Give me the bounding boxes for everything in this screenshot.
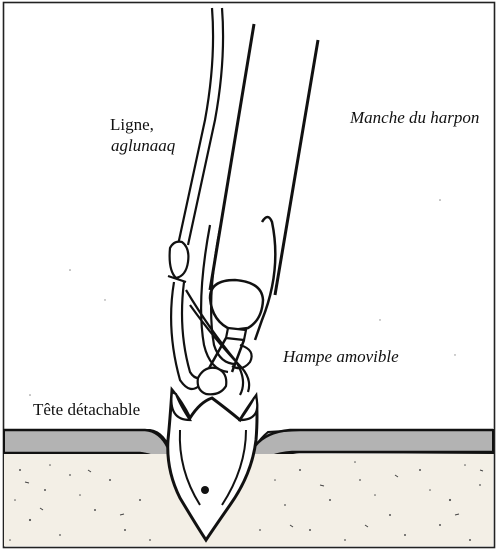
foreshaft-ring xyxy=(226,328,246,340)
head-line-hole xyxy=(201,486,209,494)
head-socket-loop xyxy=(198,368,227,395)
line-knot xyxy=(170,242,189,278)
label-hampe-amovible: Hampe amovible xyxy=(283,347,399,367)
label-ligne: Ligne, xyxy=(110,115,154,135)
label-manche-du-harpon: Manche du harpon xyxy=(350,108,479,128)
label-tete-detachable: Tête détachable xyxy=(33,400,140,420)
label-aglunaaq: aglunaaq xyxy=(111,136,175,156)
